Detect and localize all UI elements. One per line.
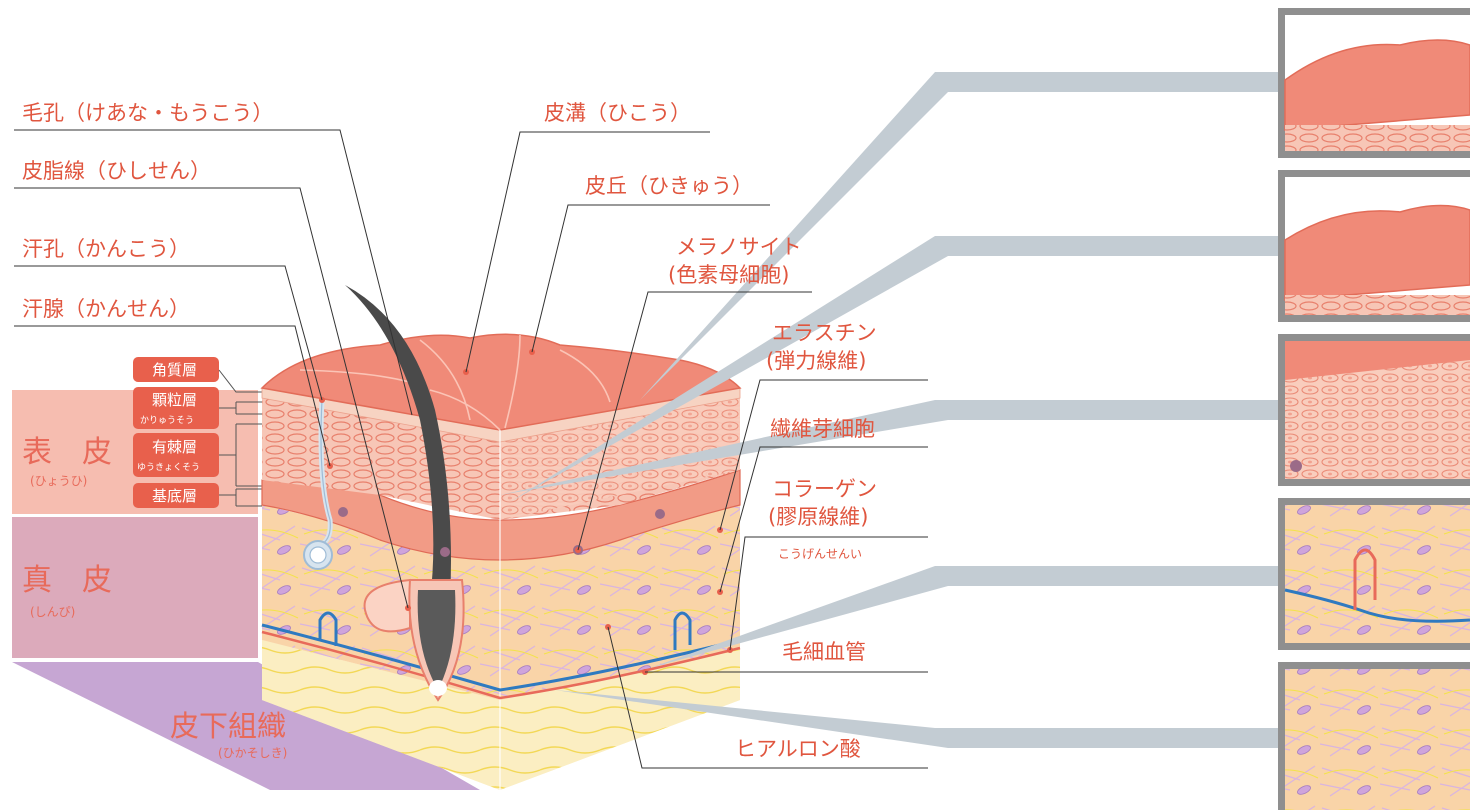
label-collagen: コラーゲン <box>772 477 877 501</box>
sublayer-tags: 角質層 顆粒層 かりゅうそう 有棘層 ゆうきょくそう 基底層 <box>133 357 262 508</box>
label-sweat-pore: 汗孔（かんこう） <box>22 237 190 261</box>
label-skin-sulcus: 皮溝（ひこう） <box>544 101 691 125</box>
hair-shaft <box>345 285 451 600</box>
zoom-panel-dermis <box>1278 498 1470 650</box>
zoom-panels <box>1278 8 1470 810</box>
epidermis-label: 表 皮 <box>22 435 112 470</box>
dermis-label: 真 皮 <box>22 563 112 598</box>
callout-bands <box>500 72 1278 748</box>
subcutis-label: 皮下組織 <box>170 709 286 743</box>
zoom-panel-surface-1 <box>1278 8 1470 158</box>
tag-spinous-reading: ゆうきょくそう <box>137 462 200 473</box>
label-skin-crista: 皮丘（ひきゅう） <box>585 174 753 198</box>
label-fibroblast: 繊維芽細胞 <box>770 417 875 441</box>
label-collagen-sub: (膠原線維) <box>768 505 868 529</box>
epidermis-reading: (ひょうひ) <box>30 474 87 488</box>
labels: 毛孔（けあな・もうこう） 皮脂線（ひしせん） 汗孔（かんこう） 汗腺（かんせん）… <box>22 101 877 761</box>
zoom-panel-subcutis <box>1278 662 1470 810</box>
tag-granular-layer: 顆粒層 <box>152 391 197 409</box>
label-melanocyte: メラノサイト <box>676 235 802 259</box>
label-melanocyte-sub: (色素母細胞) <box>668 263 789 287</box>
tag-granular-reading: かりゅうそう <box>140 415 194 426</box>
label-elastin: エラスチン <box>772 321 877 345</box>
dermis-reading: (しんぴ) <box>30 605 75 619</box>
subcutis-band <box>12 662 480 790</box>
tag-basal-layer: 基底層 <box>152 487 197 505</box>
label-sebaceous-gland: 皮脂線（ひしせん） <box>22 159 211 183</box>
label-pore: 毛孔（けあな・もうこう） <box>22 101 273 125</box>
tag-spinous-layer: 有棘層 <box>152 438 197 456</box>
label-sweat-gland: 汗腺（かんせん） <box>22 297 190 321</box>
label-collagen-reading: こうげんせんい <box>778 547 862 561</box>
tag-horny-layer: 角質層 <box>152 361 197 379</box>
subcutis-reading: (ひかそしき) <box>218 746 287 760</box>
leader-lines <box>14 129 928 769</box>
skin-block <box>260 285 742 790</box>
dermis-band <box>12 517 258 658</box>
label-elastin-sub: (弾力線維) <box>766 349 866 373</box>
label-capillary: 毛細血管 <box>782 640 866 664</box>
label-hyaluronic-acid: ヒアルロン酸 <box>735 737 861 761</box>
zoom-panel-epidermis <box>1278 334 1470 486</box>
zoom-panel-surface-2 <box>1278 170 1470 322</box>
